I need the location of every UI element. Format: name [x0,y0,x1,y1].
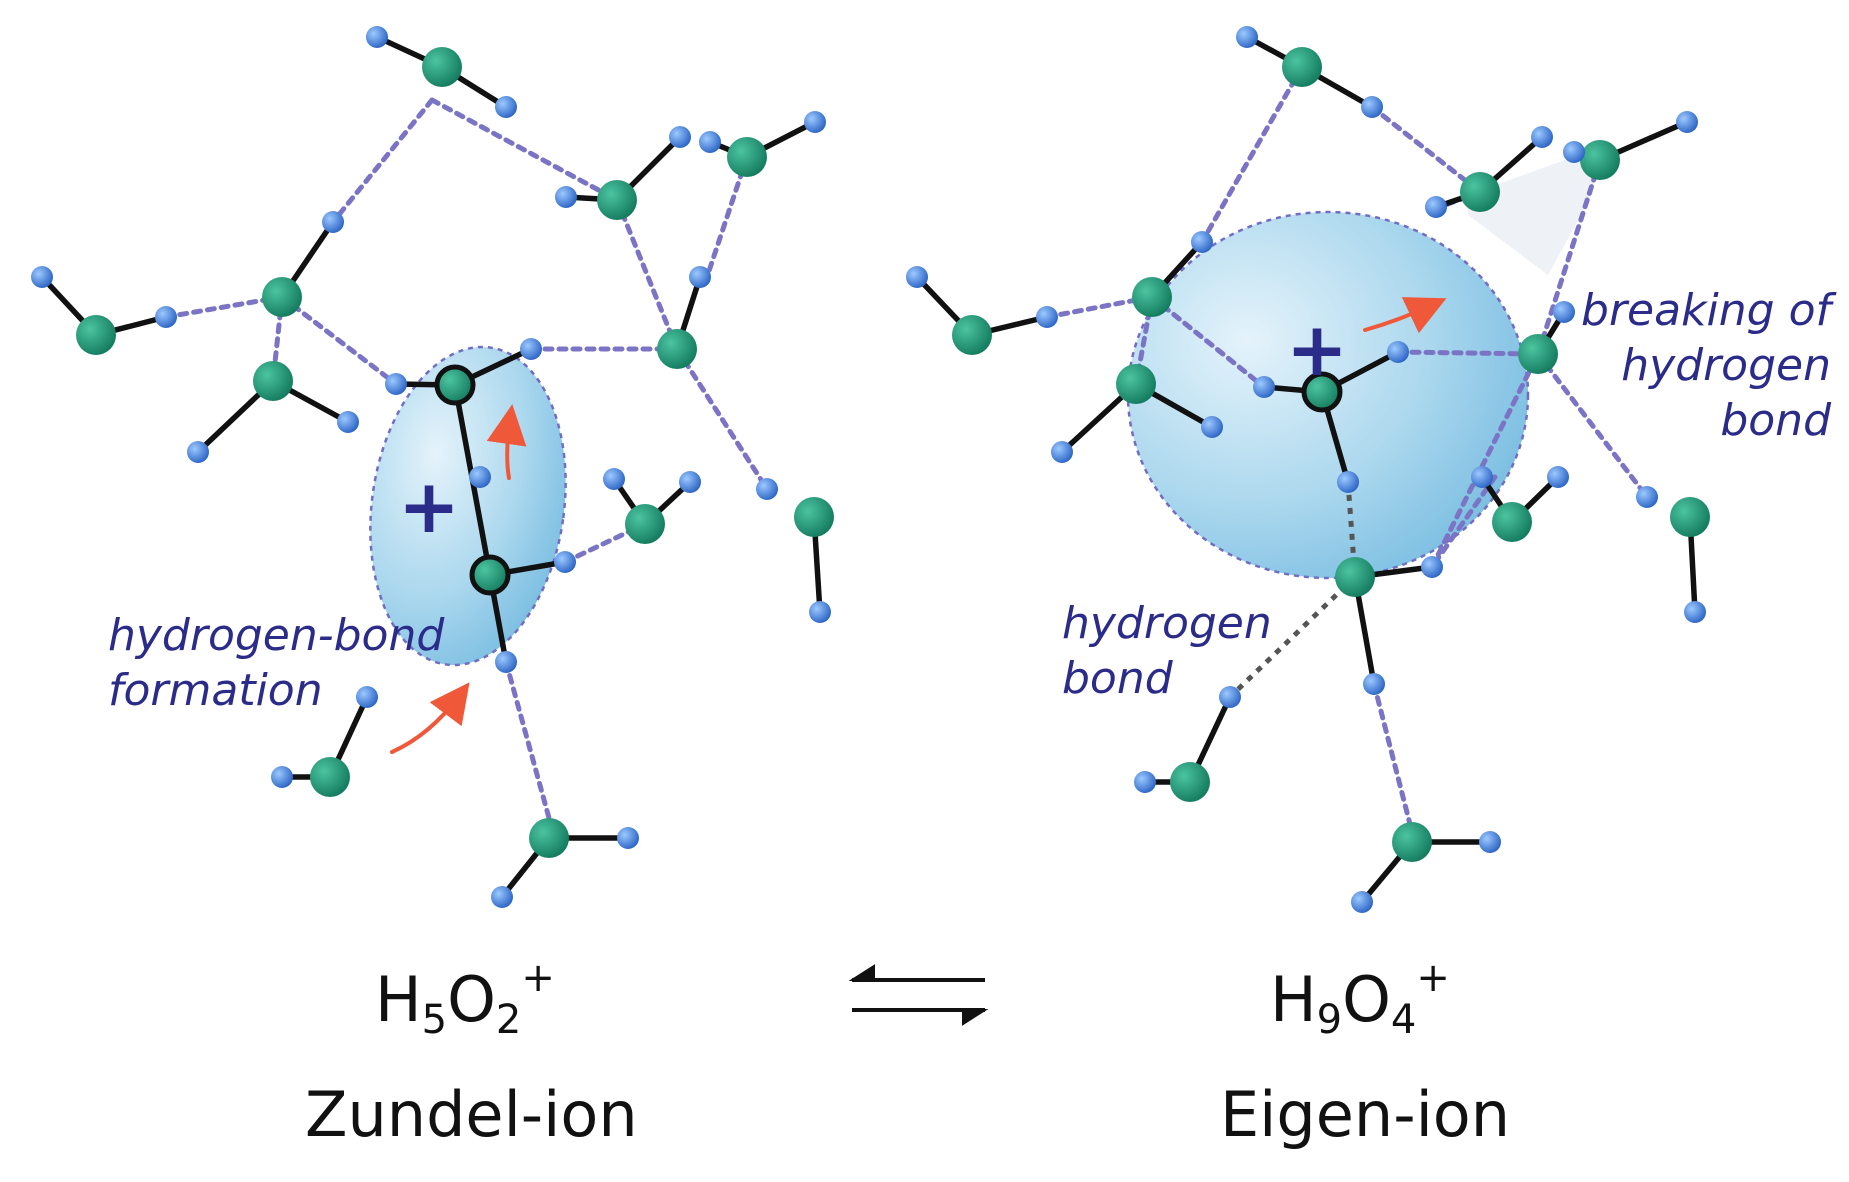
ion-core-oxygens [434,364,1343,596]
eigen-proton-arrow [1363,297,1447,334]
hydrogen-bonds [163,64,1650,835]
zundel-plus-sign: + [398,464,461,550]
annotation-breaking-of-hydrogen-bond: breaking of hydrogen bond [1581,285,1831,446]
eigen-plus-sign: + [1286,307,1349,393]
equilibrium-arrows-icon [848,964,989,1026]
annotation-hydrogen-bond-formation: hydrogen-bond formation [108,610,445,716]
motion-arrows [390,297,1447,754]
hydrogen-atoms [31,26,1706,913]
shaded-region [1468,160,1600,275]
zundel-formula: H5O2+ [375,955,555,1043]
zundel-ion-name: Zundel-ion [305,1078,638,1151]
eigen-ion-name: Eigen-ion [1220,1078,1511,1151]
annotation-hydrogen-bond: hydrogen bond [1062,598,1272,704]
eigen-formula: H9O4+ [1270,955,1450,1043]
hb-formation-arrow [390,682,470,754]
zundel-proton-arrow [486,404,527,480]
oxygen-atoms [76,47,1710,862]
